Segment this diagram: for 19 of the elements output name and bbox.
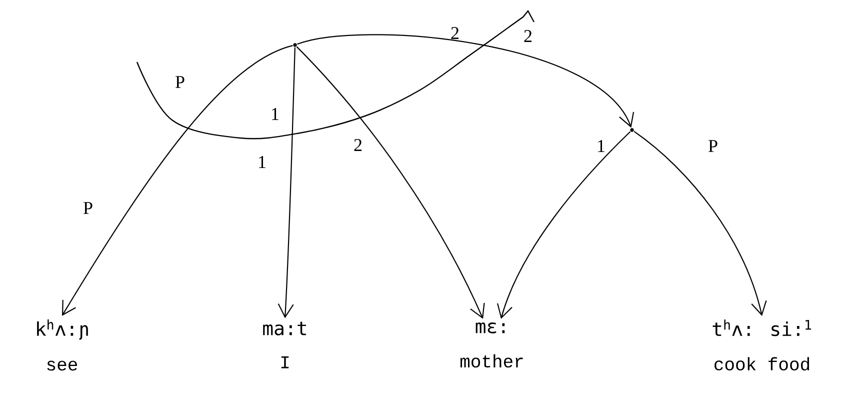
arrow	[296, 46, 485, 319]
word-entry: mɛ: mother	[460, 322, 523, 368]
edge-label: P	[84, 202, 92, 214]
edge-label: 1	[598, 140, 604, 152]
relation-label: 1	[272, 108, 278, 120]
word-entry: t$^{h}$ʌ: si:$^{1}$ cook food	[712, 320, 812, 370]
arrow	[278, 47, 296, 318]
relation-label: 2	[524, 30, 532, 42]
arrow	[297, 34, 634, 128]
word-entry: ma:t I	[263, 322, 306, 368]
arrow	[62, 45, 293, 316]
relation-label: 2	[451, 27, 459, 39]
edge-label: 2	[354, 139, 362, 151]
edge-label: 1	[259, 156, 266, 168]
relation-label: P	[176, 76, 184, 88]
edge-label: P	[708, 140, 718, 152]
word-entry: k$^{h}$ʌ:ɲ see	[37, 319, 88, 371]
arrow	[634, 130, 767, 316]
arrow	[497, 131, 631, 319]
